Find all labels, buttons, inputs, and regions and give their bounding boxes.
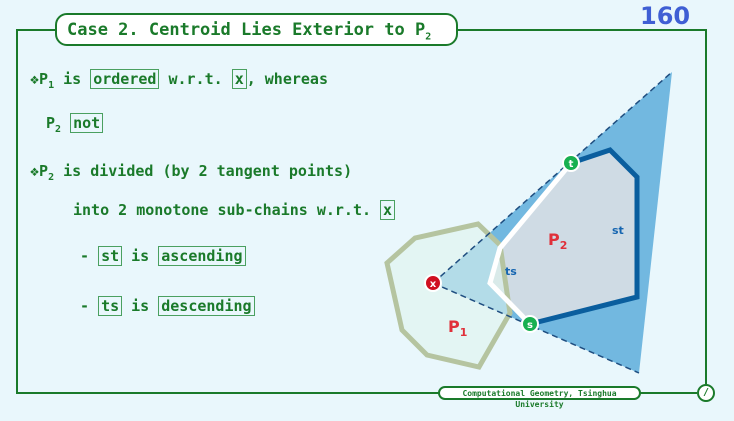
label-p2: P2 (548, 230, 567, 252)
slide-title: Case 2. Centroid Lies Exterior to P2 (55, 13, 458, 46)
text-is: is (122, 247, 159, 265)
label-p1: P1 (448, 317, 467, 339)
label-p2-subscript: 2 (560, 239, 568, 252)
label-p1-letter: P (448, 317, 460, 336)
text-is: is (122, 297, 159, 315)
bullet-2: ❖P2 is divided (by 2 tangent points) (30, 162, 352, 183)
point-s-marker (521, 315, 539, 333)
title-subscript: 2 (425, 31, 432, 43)
label-st: st (612, 224, 624, 237)
p2-subscript: 2 (48, 172, 55, 183)
polygon-p2 (490, 150, 637, 324)
sub-bullet-ts: - ts is descending (80, 296, 255, 316)
bullet-2-cont-text: into 2 monotone sub-chains w.r.t. (73, 201, 381, 219)
text-whereas: , whereas (246, 70, 328, 88)
boxed-term-ascending: ascending (158, 246, 246, 266)
bullet-icon: ❖ (30, 70, 40, 88)
label-p2-letter: P (548, 230, 560, 249)
boxed-term-x: x (231, 69, 247, 89)
point-t: t (562, 154, 580, 172)
boxed-term-ordered: ordered (90, 69, 160, 89)
label-p1-subscript: 1 (460, 326, 468, 339)
boxed-term-ts: ts (98, 296, 123, 316)
p1-label: P (39, 70, 49, 88)
centroid-x-marker (424, 274, 442, 292)
corner-mark: / (697, 384, 715, 402)
text-wrt: w.r.t. (159, 70, 232, 88)
p2-label: P (39, 162, 49, 180)
point-t-label: t (569, 159, 574, 170)
label-ts: ts (505, 265, 517, 278)
point-s: s (521, 315, 539, 333)
point-t-marker (562, 154, 580, 172)
upper-tangent-line (432, 71, 673, 284)
page-number: 160 (640, 2, 691, 30)
boxed-term-descending: descending (158, 296, 255, 316)
dash: - (80, 297, 99, 315)
p1-subscript: 1 (48, 80, 55, 91)
bullet-1-cont: P2 not (46, 113, 104, 135)
chain-ts (487, 161, 573, 326)
bullet-1: ❖P1 is ordered w.r.t. x, whereas (30, 69, 328, 91)
chain-st (529, 147, 640, 327)
bullet-icon: ❖ (30, 162, 40, 180)
centroid-x: x (424, 274, 442, 292)
text-is: is (54, 70, 91, 88)
bullet-2-cont: into 2 monotone sub-chains w.r.t. x (73, 200, 396, 220)
p2-label: P (46, 114, 56, 132)
boxed-term-not: not (70, 113, 104, 133)
point-s-label: s (527, 320, 533, 331)
boxed-term-x: x (380, 200, 396, 220)
sub-bullet-st: - st is ascending (80, 246, 246, 266)
dash: - (80, 247, 99, 265)
bullet-2-text: is divided (by 2 tangent points) (54, 162, 353, 180)
boxed-term-st: st (98, 246, 123, 266)
polygon-p1 (384, 221, 513, 370)
footer: Computational Geometry, Tsinghua Univers… (438, 386, 641, 409)
centroid-x-label: x (430, 279, 437, 290)
title-text: Case 2. Centroid Lies Exterior to P (67, 20, 426, 40)
p2-subscript: 2 (55, 124, 62, 135)
